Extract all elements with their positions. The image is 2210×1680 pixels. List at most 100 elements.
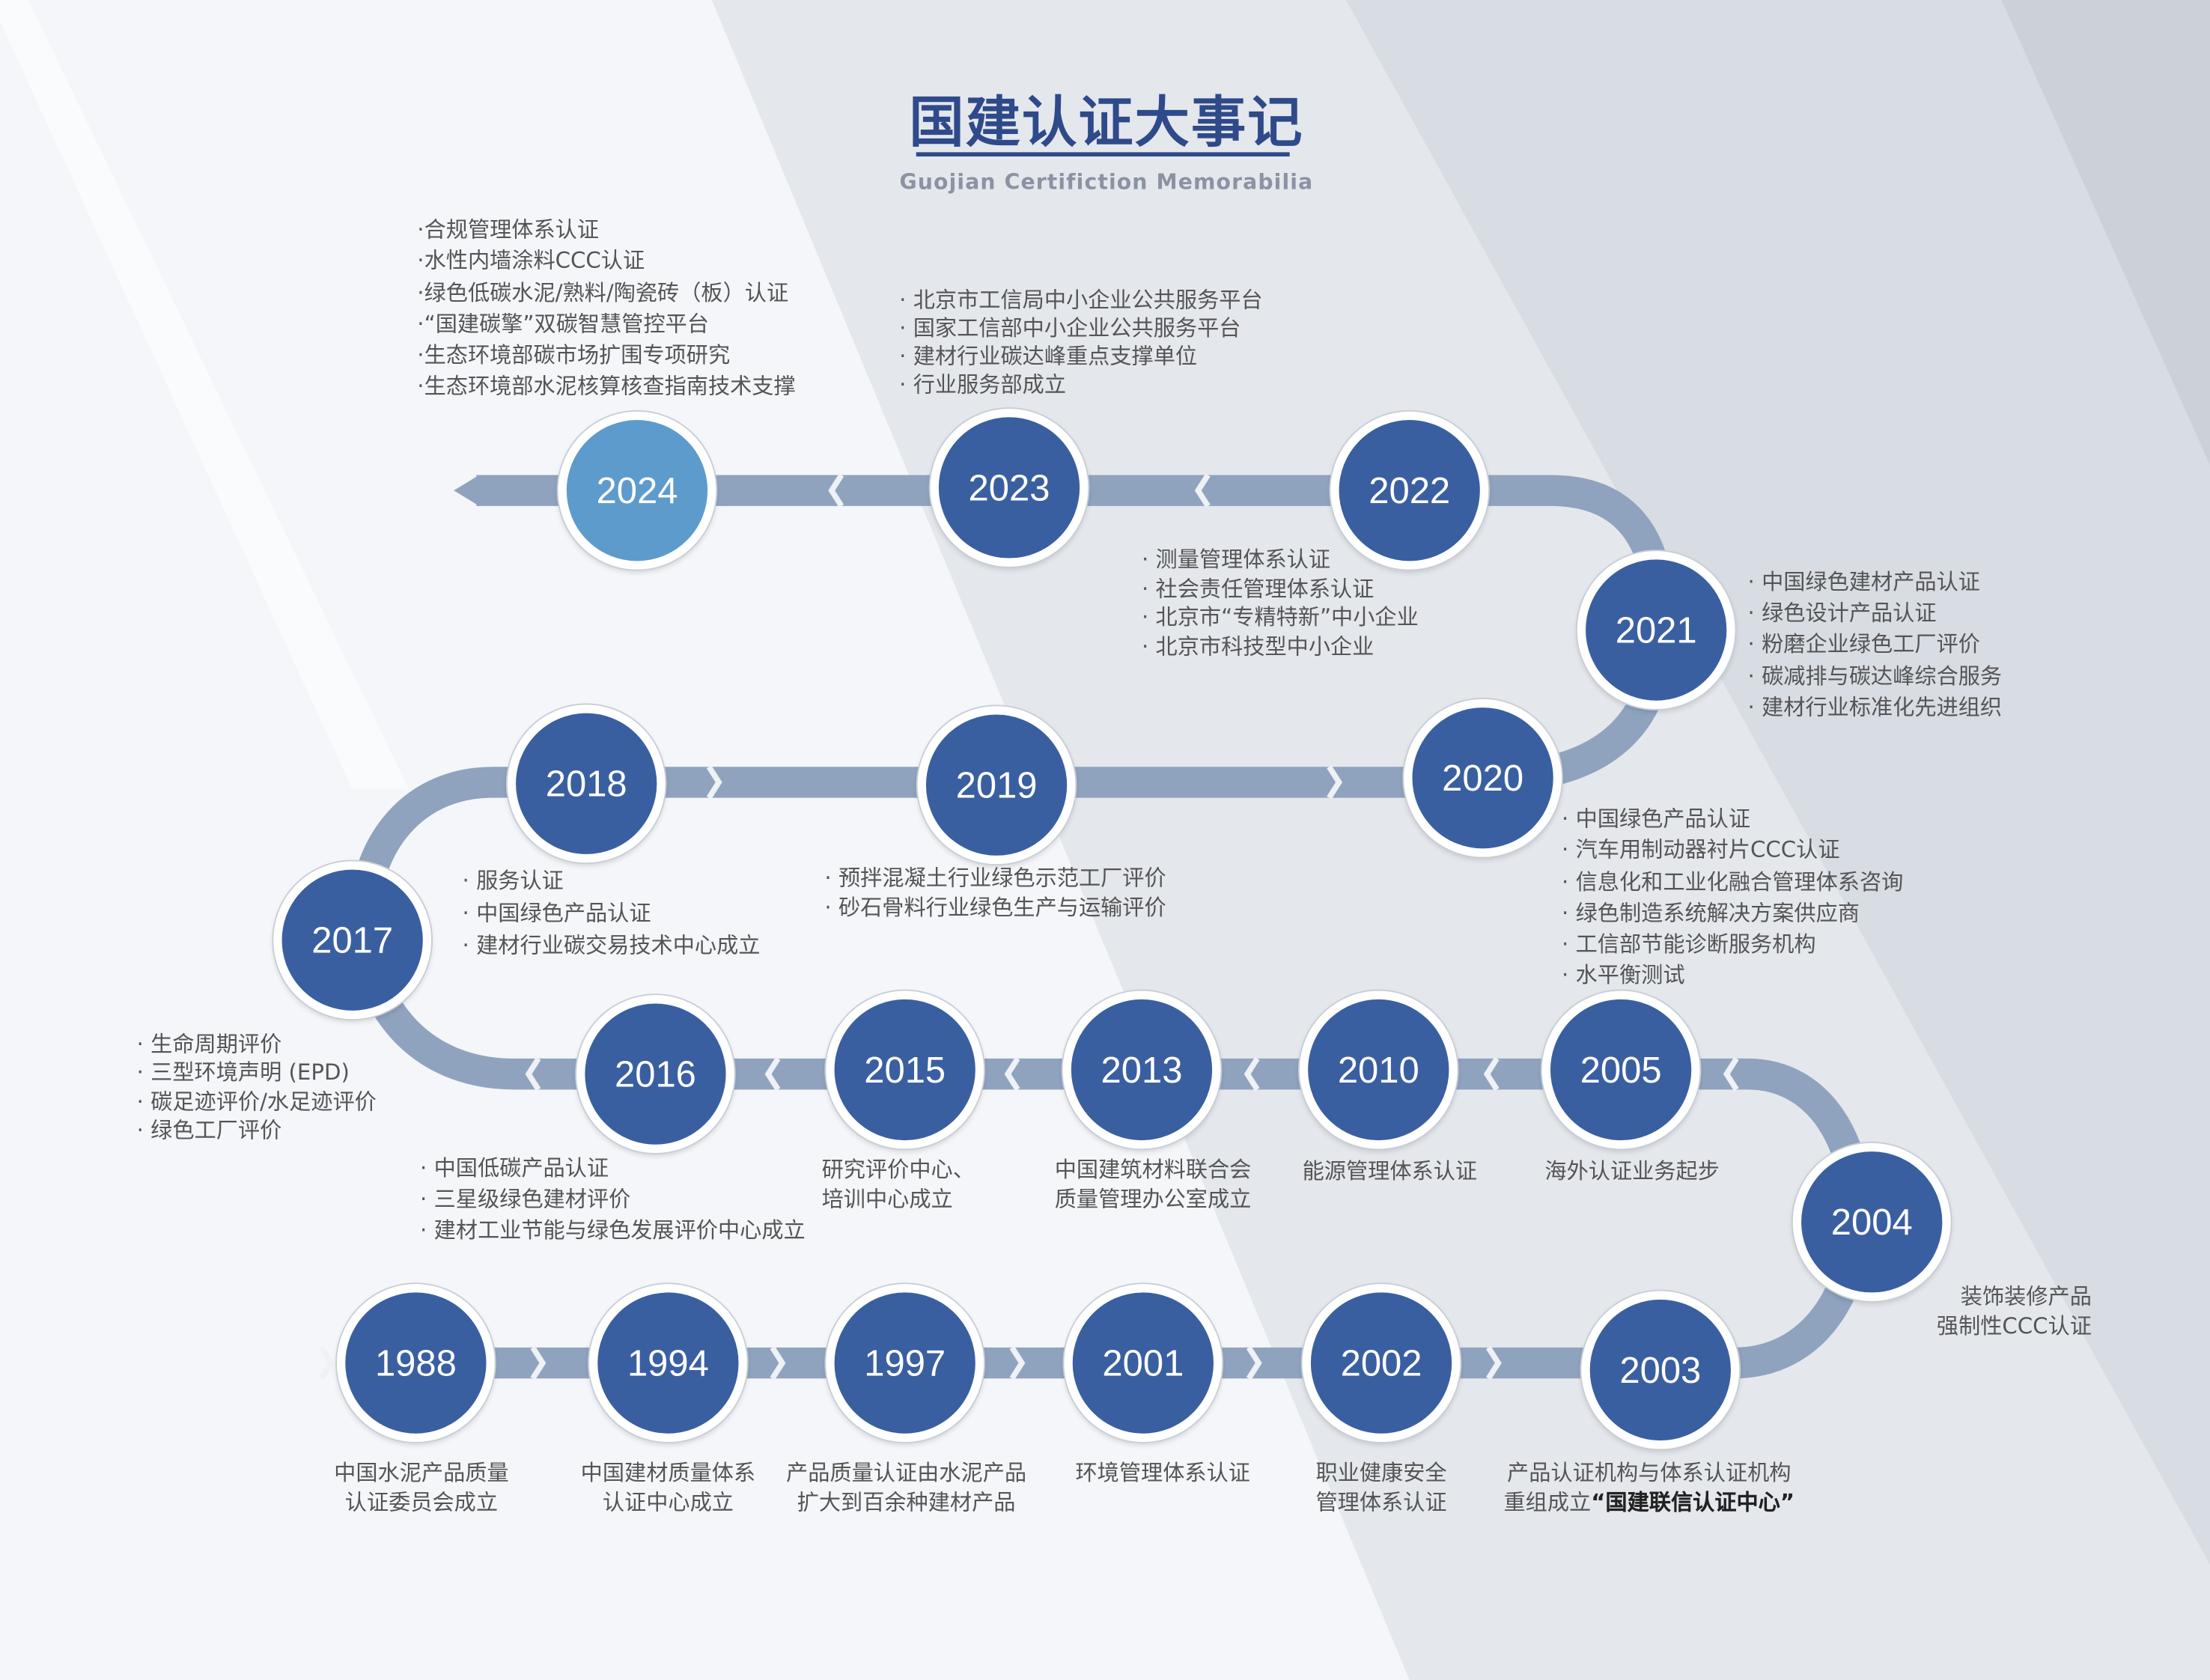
milestone-item: · 北京市工信局中小企业公共服务平台 <box>899 286 1263 314</box>
year-node-2018[interactable]: 2018 <box>507 704 666 863</box>
item-text: 环境管理体系认证 <box>1075 1460 1250 1486</box>
bullet: · <box>417 374 424 400</box>
milestone-item: 认证委员会成立 <box>334 1488 508 1518</box>
item-text: 行业服务部成立 <box>913 372 1067 398</box>
year-node-2004[interactable]: 2004 <box>1792 1142 1951 1301</box>
page-subtitle: Guojian Certifiction Memorabilia <box>899 168 1314 195</box>
bullet: · <box>1747 600 1762 627</box>
item-text: 中国绿色建材产品认证 <box>1762 569 1980 595</box>
item-text: 中国绿色产品认证 <box>476 901 651 926</box>
chevron-arrow-icon <box>1723 1056 1739 1092</box>
milestone-item: 管理体系认证 <box>1315 1488 1446 1518</box>
item-text: 装饰装修产品 <box>1960 1284 2092 1310</box>
bullet: · <box>899 287 913 313</box>
item-text: 生态环境部水泥核算核查指南技术支撑 <box>424 374 796 400</box>
milestone-item: 重组成立“国建联信认证中心” <box>1503 1488 1795 1518</box>
year-node-2023[interactable]: 2023 <box>930 408 1089 567</box>
milestone-item: · 北京市科技型中小企业 <box>1142 633 1419 662</box>
item-text: 三型环境声明 (EPD) <box>150 1060 350 1086</box>
item-text: 碳减排与碳达峰综合服务 <box>1762 663 2003 689</box>
item-text: 北京市工信局中小企业公共服务平台 <box>913 287 1263 313</box>
year-label: 2003 <box>1619 1348 1702 1391</box>
item-text: 绿色低碳水泥/熟料/陶瓷砖（板）认证 <box>424 279 789 305</box>
bg-band-2 <box>1345 0 2210 1565</box>
item-text: 能源管理体系认证 <box>1302 1158 1478 1184</box>
year-node-2015[interactable]: 2015 <box>826 990 984 1149</box>
year-node-2016[interactable]: 2016 <box>576 995 734 1154</box>
milestone-item: · 中国绿色产品认证 <box>463 898 761 930</box>
bullet: · <box>899 372 913 398</box>
bullet: · <box>462 868 477 894</box>
milestone-items-2017: · 生命周期评价· 三型环境声明 (EPD)· 碳足迹评价/水足迹评价· 绿色工… <box>137 1030 377 1145</box>
milestone-item: 海外认证业务起步 <box>1544 1157 1719 1187</box>
year-node-2024[interactable]: 2024 <box>558 411 716 570</box>
milestone-item: 中国水泥产品质量 <box>334 1459 508 1489</box>
bullet: · <box>420 1218 434 1244</box>
year-node-2017[interactable]: 2017 <box>273 861 432 1020</box>
bullet: · <box>1562 868 1576 895</box>
milestone-item: · 粉磨企业绿色工厂评价 <box>1748 629 2003 660</box>
bullet: · <box>899 344 913 370</box>
year-node-2019[interactable]: 2019 <box>917 706 1076 865</box>
milestone-item: 产品质量认证由水泥产品 <box>786 1459 1026 1489</box>
year-node-2021[interactable]: 2021 <box>1577 551 1735 709</box>
bullet: · <box>1562 931 1576 958</box>
chevron-arrow-icon <box>1004 1056 1020 1092</box>
year-label: 1997 <box>864 1341 946 1384</box>
bullet: · <box>1562 900 1576 926</box>
item-text: 中国建筑材料联合会 <box>1054 1157 1252 1183</box>
year-label: 2019 <box>955 763 1038 806</box>
milestone-item: · 工信部节能诊断服务机构 <box>1562 929 1903 961</box>
year-label: 2016 <box>615 1052 696 1095</box>
bullet: · <box>1747 569 1762 595</box>
year-node-1988[interactable]: 1988 <box>336 1284 495 1443</box>
item-text: 扩大到百余种建材产品 <box>797 1490 1016 1515</box>
milestone-item: · 北京市“专精特新”中小企业 <box>1142 604 1419 633</box>
milestone-items-2019: · 预拌混凝土行业绿色示范工厂评价· 砂石骨料行业绿色生产与运输评价 <box>824 864 1166 923</box>
bullet: · <box>824 865 838 891</box>
bullet: · <box>420 1187 434 1213</box>
year-node-2022[interactable]: 2022 <box>1330 411 1489 570</box>
milestone-item: · 信息化和工业化融合管理体系咨询 <box>1562 866 1903 898</box>
year-node-2001[interactable]: 2001 <box>1064 1284 1223 1443</box>
milestone-item: 研究评价中心、 <box>822 1156 975 1186</box>
item-text: 生态环境部碳市场扩围专项研究 <box>424 342 731 368</box>
item-text: 建材行业标准化先进组织 <box>1762 694 2003 720</box>
milestone-items-2022: · 测量管理体系认证· 社会责任管理体系认证· 北京市“专精特新”中小企业· 北… <box>1142 546 1419 663</box>
bullet: · <box>1141 547 1156 573</box>
milestone-item: · 测量管理体系认证 <box>1142 546 1419 575</box>
chevron-arrow-icon <box>1327 765 1343 800</box>
milestone-item: 扩大到百余种建材产品 <box>786 1488 1026 1518</box>
milestone-item: 认证中心成立 <box>581 1488 755 1518</box>
year-label: 2020 <box>1442 756 1524 799</box>
year-node-2003[interactable]: 2003 <box>1581 1291 1740 1449</box>
year-node-1994[interactable]: 1994 <box>588 1284 747 1443</box>
milestone-item: 中国建筑材料联合会 <box>1055 1156 1252 1186</box>
item-text: 水性内墙涂料CCC认证 <box>424 248 645 274</box>
bullet: · <box>417 342 424 368</box>
bullet: · <box>462 933 477 959</box>
item-text: 中国建材质量体系 <box>580 1460 756 1486</box>
year-node-2020[interactable]: 2020 <box>1404 699 1562 857</box>
year-node-2010[interactable]: 2010 <box>1299 990 1458 1149</box>
year-node-1997[interactable]: 1997 <box>826 1284 984 1443</box>
bg-highlight <box>0 0 409 790</box>
bullet: · <box>417 279 424 305</box>
item-text: 中国低碳产品认证 <box>433 1155 609 1181</box>
year-node-2002[interactable]: 2002 <box>1302 1284 1461 1443</box>
milestone-item: · 绿色工厂评价 <box>137 1116 377 1145</box>
milestone-item: 质量管理办公室成立 <box>1055 1185 1252 1215</box>
milestone-item: 强制性CCC认证 <box>1923 1312 2092 1342</box>
milestone-item: · 绿色设计产品认证 <box>1748 598 2003 630</box>
bullet: · <box>1747 694 1762 720</box>
item-text: 培训中心成立 <box>821 1187 953 1213</box>
chevron-arrow-icon <box>319 1345 335 1381</box>
year-node-2013[interactable]: 2013 <box>1062 990 1221 1149</box>
year-node-2005[interactable]: 2005 <box>1541 990 1700 1149</box>
milestone-items-2005: 海外认证业务起步 <box>1544 1157 1719 1187</box>
milestone-item: · 三型环境声明 (EPD) <box>137 1059 377 1087</box>
milestone-item: · 三星级绿色建材评价 <box>420 1184 806 1216</box>
milestone-items-2016: · 中国低碳产品认证· 三星级绿色建材评价· 建材工业节能与绿色发展评价中心成立 <box>420 1153 806 1247</box>
item-text: 粉磨企业绿色工厂评价 <box>1762 632 1980 658</box>
milestone-item: 环境管理体系认证 <box>1075 1459 1249 1489</box>
